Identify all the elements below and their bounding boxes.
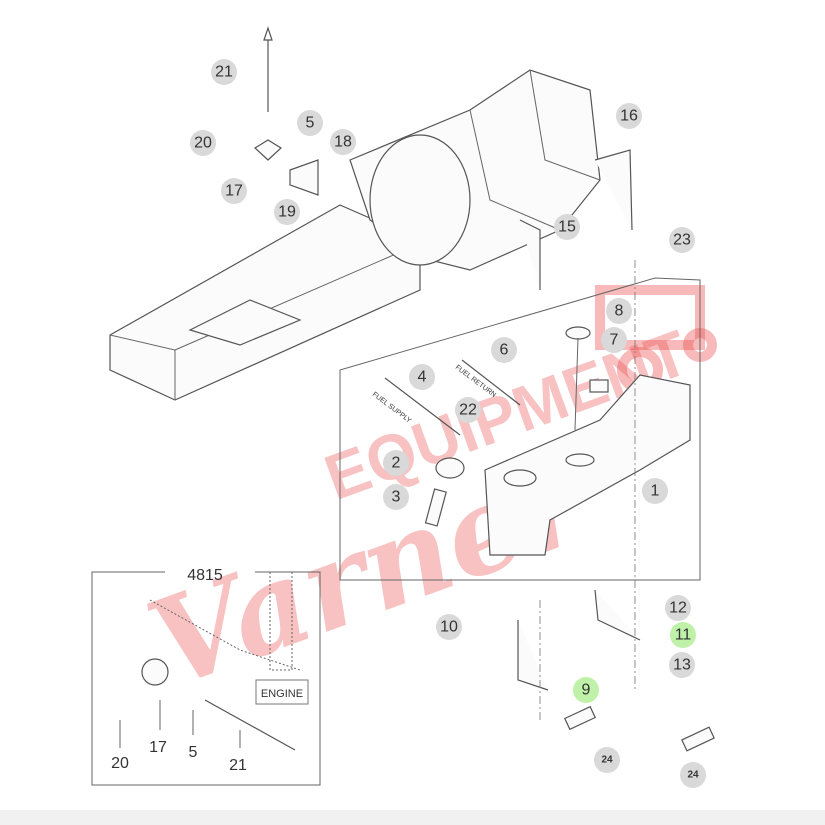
callout-7[interactable]: 7 bbox=[601, 327, 627, 353]
svg-text:6: 6 bbox=[500, 342, 509, 359]
callout-10[interactable]: 10 bbox=[436, 614, 462, 640]
svg-text:19: 19 bbox=[278, 204, 296, 221]
callout-20[interactable]: 20 bbox=[190, 130, 216, 156]
tank-bracket-11 bbox=[594, 260, 641, 690]
svg-text:18: 18 bbox=[334, 134, 352, 151]
callout-16[interactable]: 16 bbox=[616, 103, 642, 129]
callout-15[interactable]: 15 bbox=[554, 214, 580, 240]
svg-text:16: 16 bbox=[620, 108, 638, 125]
svg-text:12: 12 bbox=[669, 600, 687, 617]
svg-text:13: 13 bbox=[673, 657, 691, 674]
fuel-tank bbox=[484, 374, 691, 556]
callout-23[interactable]: 23 bbox=[669, 227, 695, 253]
callout-19[interactable]: 19 bbox=[274, 199, 300, 225]
svg-text:9: 9 bbox=[582, 682, 591, 699]
callouts: 21 5 20 18 17 19 16 15 23 8 7 6 4 22 2 3… bbox=[190, 59, 706, 788]
transmission-housing bbox=[349, 69, 601, 271]
engine-label: ENGINE bbox=[261, 688, 303, 700]
bracket-15-16 bbox=[519, 149, 633, 290]
svg-text:3: 3 bbox=[392, 489, 401, 506]
svg-text:5: 5 bbox=[306, 115, 315, 132]
callout-11[interactable]: 11 bbox=[670, 622, 696, 648]
svg-text:23: 23 bbox=[673, 232, 691, 249]
callout-1[interactable]: 1 bbox=[642, 478, 668, 504]
callout-12[interactable]: 12 bbox=[665, 595, 691, 621]
callout-22[interactable]: 22 bbox=[455, 397, 481, 423]
svg-text:11: 11 bbox=[675, 627, 692, 644]
callout-24[interactable]: 24 bbox=[594, 747, 620, 773]
callout-8[interactable]: 8 bbox=[606, 298, 632, 324]
svg-text:7: 7 bbox=[610, 332, 619, 349]
svg-text:10: 10 bbox=[440, 619, 458, 636]
callout-13[interactable]: 13 bbox=[669, 652, 695, 678]
callout-6[interactable]: 6 bbox=[491, 337, 517, 363]
fuel-gauge-sender bbox=[565, 326, 609, 431]
callout-24[interactable]: 24 bbox=[680, 762, 706, 788]
fuel-tank-group-box bbox=[339, 277, 701, 581]
rubber-pads bbox=[563, 705, 715, 752]
svg-text:1: 1 bbox=[651, 483, 660, 500]
inset-4815: 4815 ENGINE 20 17 5 21 bbox=[91, 567, 321, 786]
svg-text:24: 24 bbox=[601, 755, 613, 766]
svg-text:20: 20 bbox=[194, 135, 212, 152]
inset-label-5: 5 bbox=[189, 744, 198, 761]
tank-bracket-9 bbox=[517, 600, 549, 720]
svg-text:15: 15 bbox=[558, 219, 576, 236]
chassis-frame bbox=[109, 204, 421, 401]
svg-text:4: 4 bbox=[418, 369, 427, 386]
inset-label-17: 17 bbox=[149, 739, 167, 756]
svg-text:24: 24 bbox=[687, 770, 699, 781]
callout-17[interactable]: 17 bbox=[221, 178, 247, 204]
svg-text:17: 17 bbox=[225, 183, 243, 200]
callout-4[interactable]: 4 bbox=[409, 364, 435, 390]
throttle-rod bbox=[254, 26, 319, 196]
callout-5[interactable]: 5 bbox=[297, 110, 323, 136]
callout-18[interactable]: 18 bbox=[330, 129, 356, 155]
fuel-strainer bbox=[424, 488, 447, 527]
svg-text:22: 22 bbox=[459, 402, 477, 419]
fuel-cap bbox=[435, 457, 465, 479]
callout-21[interactable]: 21 bbox=[211, 59, 237, 85]
svg-text:21: 21 bbox=[215, 64, 233, 81]
inset-title: 4815 bbox=[187, 567, 223, 584]
callout-9[interactable]: 9 bbox=[573, 677, 599, 703]
inset-label-20: 20 bbox=[111, 755, 129, 772]
callout-2[interactable]: 2 bbox=[383, 450, 409, 476]
svg-text:8: 8 bbox=[615, 303, 624, 320]
inset-label-21: 21 bbox=[229, 757, 247, 774]
bottom-band bbox=[0, 810, 825, 825]
svg-text:2: 2 bbox=[392, 455, 401, 472]
callout-3[interactable]: 3 bbox=[383, 484, 409, 510]
engine-label-box bbox=[255, 679, 309, 705]
